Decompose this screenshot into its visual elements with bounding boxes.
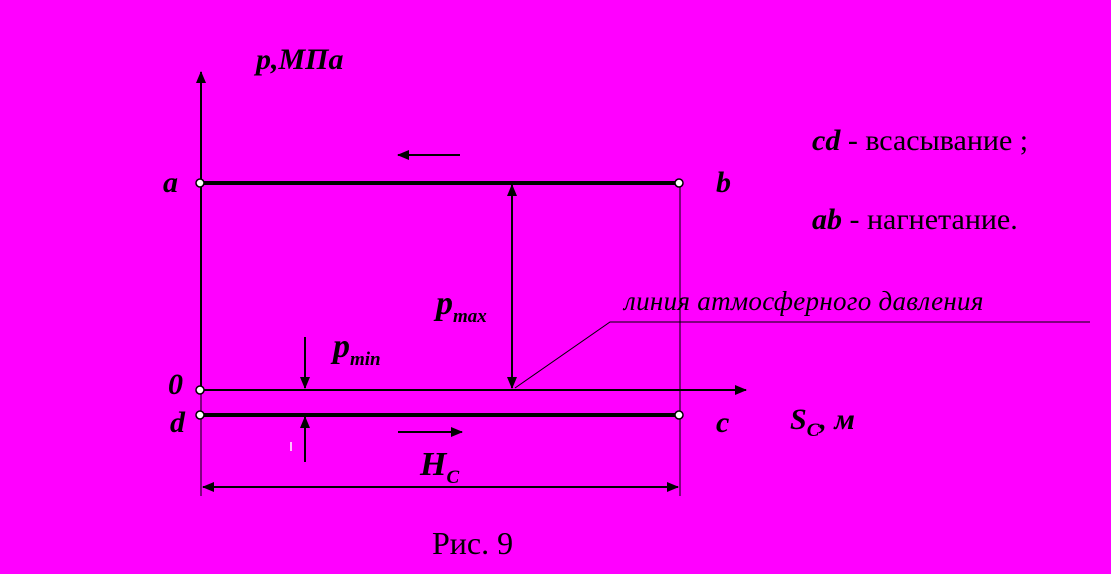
p-min-label: pmin [333, 330, 381, 369]
x-axis-label: SC, м [790, 403, 855, 441]
legend-suction-key: cd [812, 124, 841, 157]
legend-discharge-key: ab [812, 203, 842, 236]
hc-sub: C [446, 466, 460, 488]
point-c-marker [674, 410, 684, 420]
point-zero-label: 0 [168, 368, 183, 401]
point-a-marker [195, 178, 205, 188]
atmospheric-leader-line [514, 321, 1090, 389]
x-axis-label-sub: C [806, 420, 820, 441]
point-b-label: b [716, 166, 731, 199]
y-axis-label: p,МПа [256, 43, 344, 76]
point-d-marker [195, 410, 205, 420]
p-max-main: p [436, 285, 453, 322]
point-a-label: a [163, 166, 178, 199]
point-b-marker [674, 178, 684, 188]
point-c-label: c [716, 406, 730, 439]
p-max-sub: max [453, 305, 487, 327]
legend-discharge-text: - нагнетание. [842, 203, 1018, 236]
legend-suction-text: - всасывание ; [840, 124, 1029, 157]
legend-discharge: ab - нагнетание. [812, 205, 1018, 235]
hc-main: H [420, 446, 447, 483]
x-axis-label-unit: , м [819, 403, 855, 436]
legend-suction: cd - всасывание ; [812, 126, 1028, 156]
p-min-main: p [333, 328, 350, 365]
point-d-label: d [170, 406, 185, 439]
x-axis-label-main: S [790, 403, 807, 436]
point-zero-marker [195, 385, 205, 395]
atmospheric-line-label: линия атмосферного давления [624, 286, 984, 316]
hc-label: HC [420, 448, 459, 487]
p-max-label: pmax [436, 287, 487, 326]
figure-caption: Рис. 9 [432, 525, 514, 561]
p-min-sub: min [350, 348, 381, 370]
